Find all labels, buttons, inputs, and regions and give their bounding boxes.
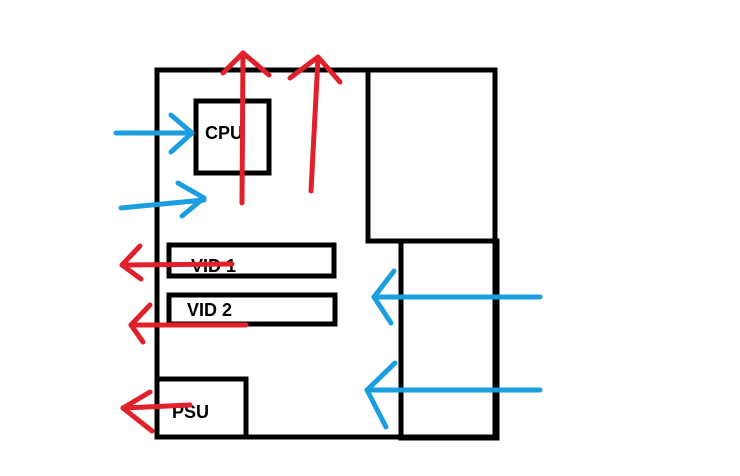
vid2-label: VID 2: [187, 300, 232, 320]
drive-bay-upper: [365, 67, 498, 244]
drive-bay-lower: [398, 238, 500, 441]
vid2-card: [166, 292, 338, 327]
intake-arrow-front-upper-left: [371, 268, 543, 326]
exhaust-arrow-vid2-left: [128, 302, 249, 345]
cpu-label: CPU: [205, 123, 243, 143]
exhaust-arrow-top-up: [287, 54, 343, 194]
intake-arrow-front-lower-left: [364, 360, 543, 430]
cpu-box: [193, 98, 272, 176]
exhaust-arrow-psu-left: [120, 389, 193, 434]
exhaust-arrow-cpu-up: [220, 50, 272, 206]
intake-arrow-cpu-right: [113, 112, 195, 155]
intake-arrow-side-right: [118, 180, 207, 219]
vid1-card: [166, 242, 337, 279]
exhaust-arrow-vid1-left: [119, 243, 235, 282]
